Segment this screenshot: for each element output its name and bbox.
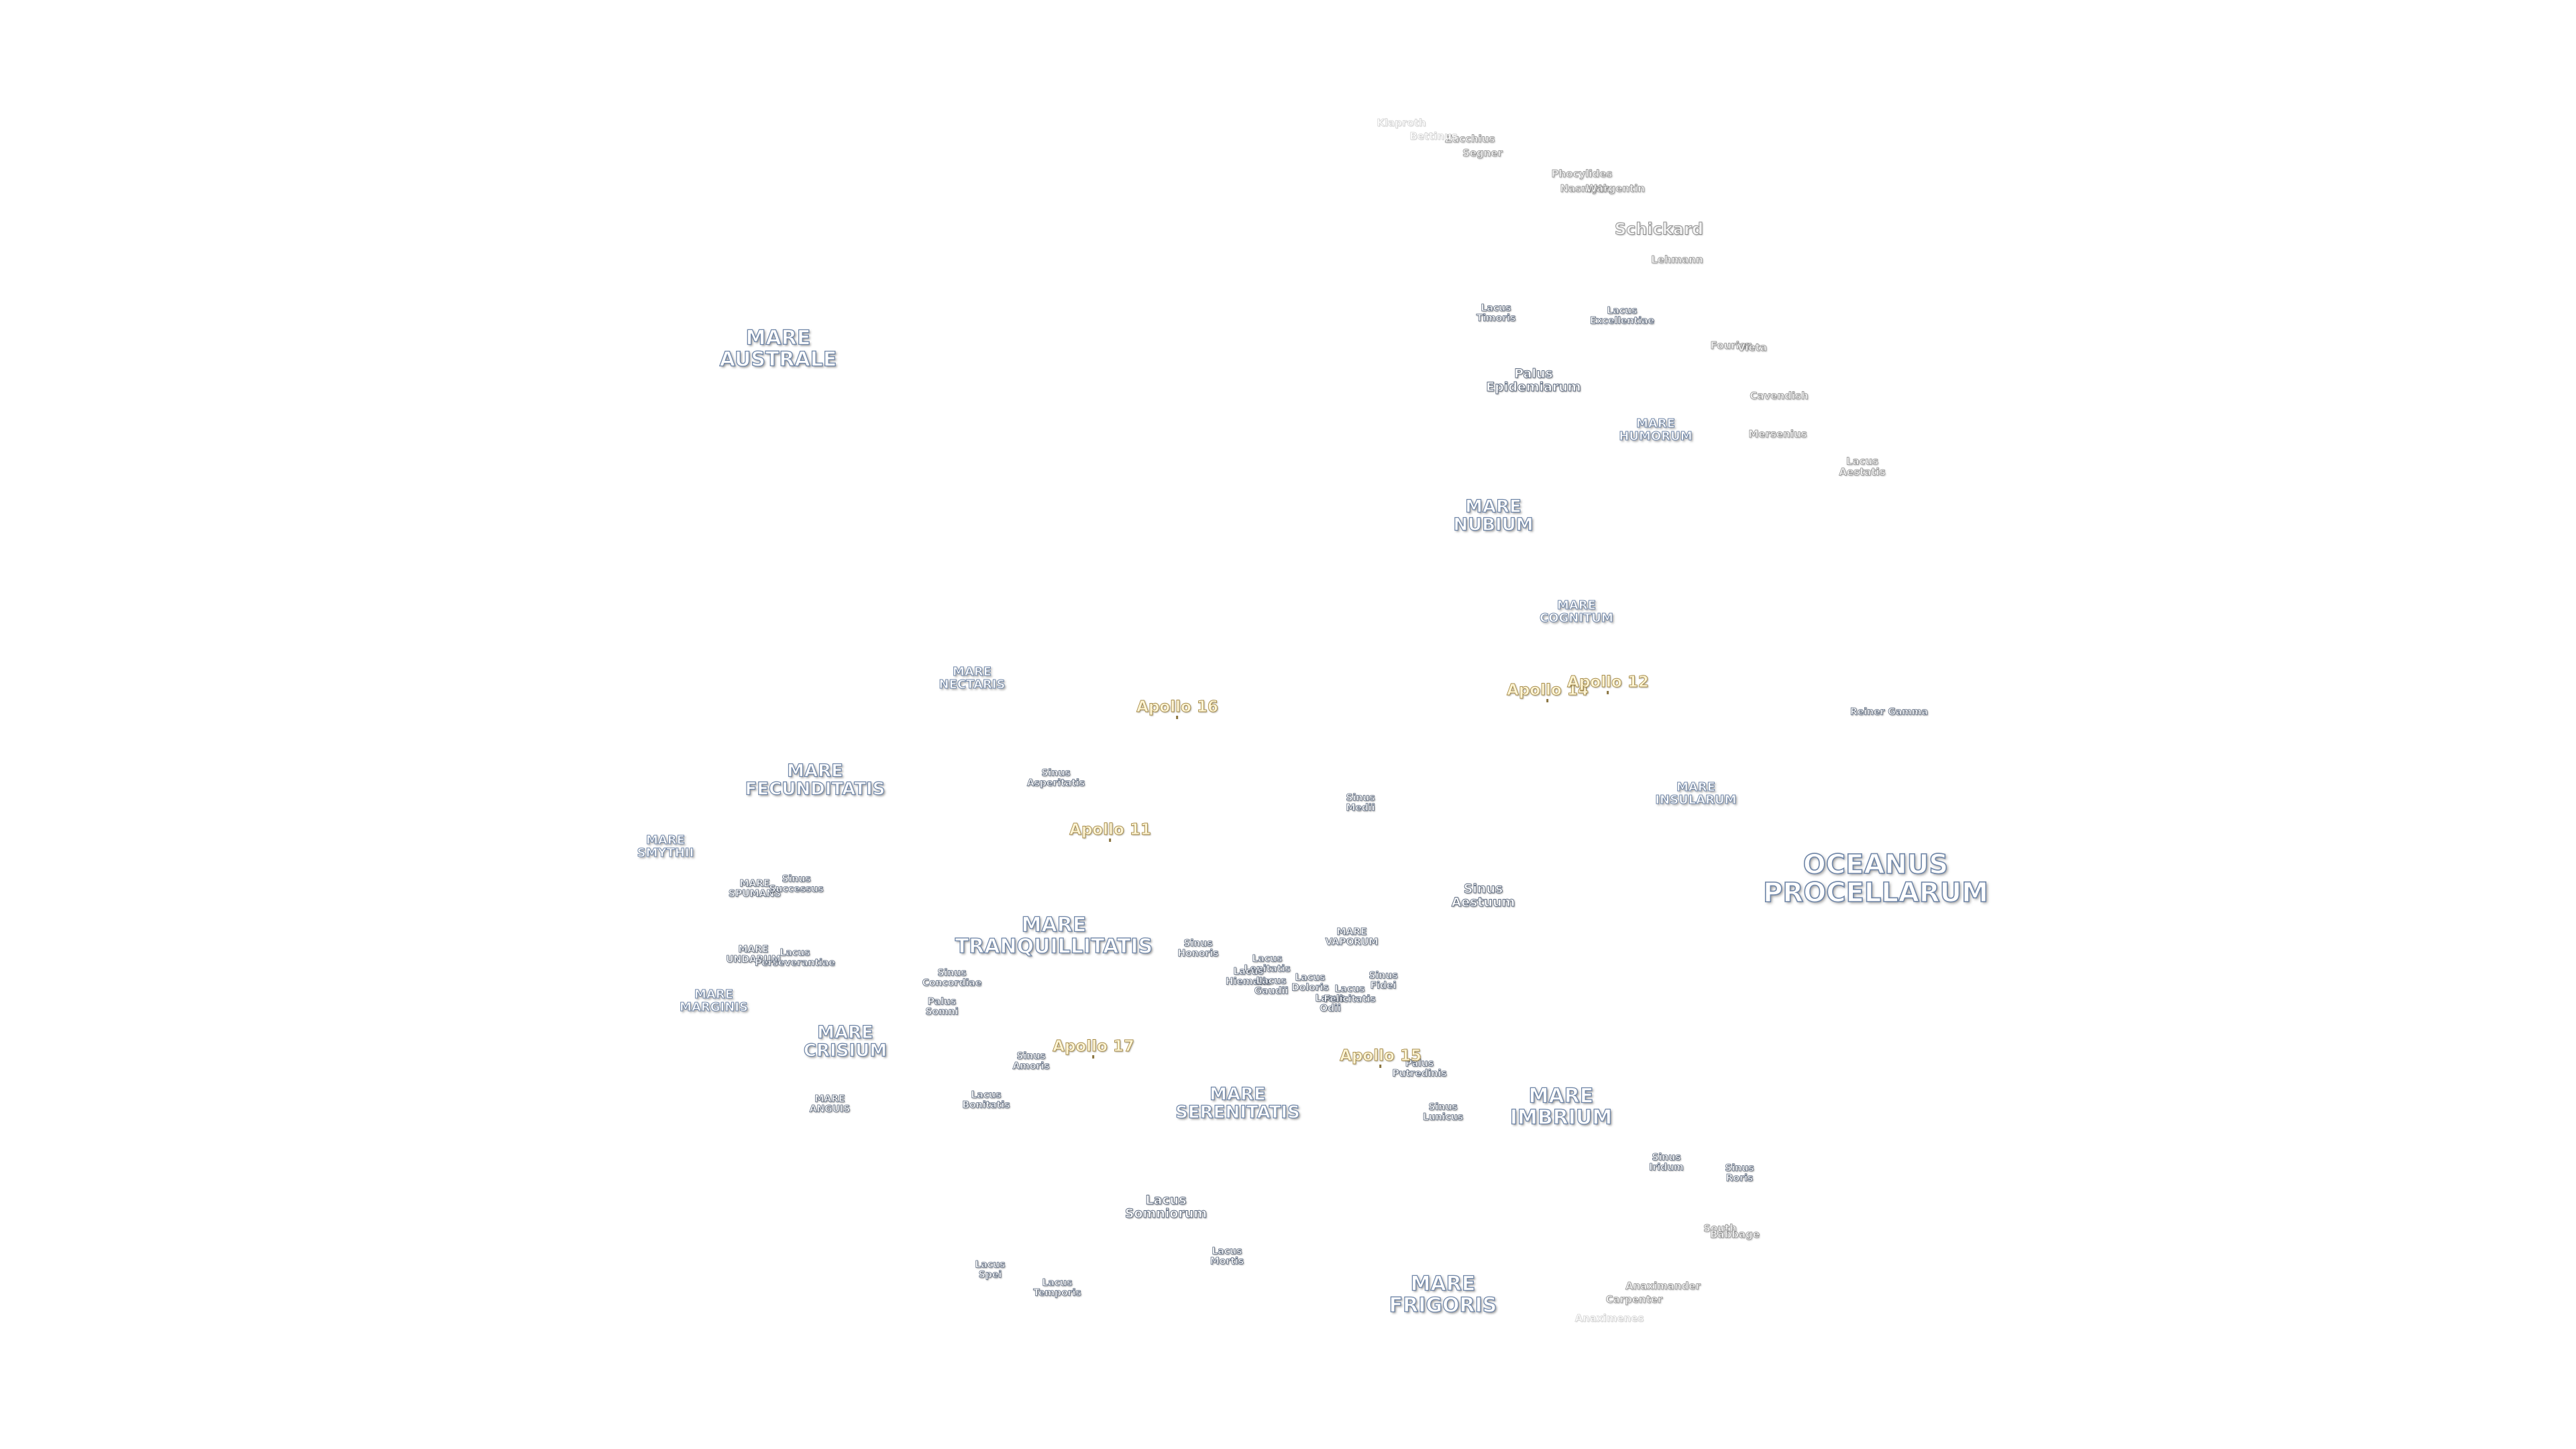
label-crater-fourier: Fourier: [1710, 339, 1752, 352]
label-sinus-lunicus: Sinus Lunicus: [1422, 1102, 1464, 1122]
label-mare-humorum: MARE HUMORUM: [1619, 417, 1693, 443]
label-mare-fecunditatis: MARE FECUNDITATIS: [745, 761, 885, 800]
label-lacus-excellentiae: Lacus Excellentiae: [1590, 305, 1655, 326]
label-crater-babbage: Babbage: [1709, 1228, 1760, 1241]
label-crater-zucchius: Zucchius: [1444, 133, 1495, 146]
label-lacus-perseverantiae: Lacus Perseverantiae: [755, 947, 836, 968]
label-lacus-felicitatis: Lacus Felicitatis: [1324, 983, 1376, 1004]
label-lacus-timoris: Lacus Timoris: [1476, 303, 1516, 323]
label-mare-smythii: MARE SMYTHII: [637, 833, 694, 860]
label-crater-wargentin: Wargentin: [1585, 182, 1646, 195]
label-sinus-fidei: Sinus Fidei: [1368, 970, 1398, 991]
label-mare-nectaris: MARE NECTARIS: [938, 665, 1006, 692]
label-mare-anguis: MARE ANGUIS: [809, 1093, 851, 1114]
label-apollo-17: Apollo 17: [1053, 1038, 1135, 1059]
label-lacus-spei: Lacus Spei: [975, 1259, 1006, 1280]
label-oceanus-procellarum: OCEANUS PROCELLARUM: [1762, 849, 1988, 908]
label-sinus-iridum: Sinus Iridum: [1649, 1152, 1684, 1173]
label-lacus-doloris: Lacus Doloris: [1291, 972, 1329, 993]
label-crater-vieta: Vieta: [1737, 341, 1768, 354]
label-sinus-asperitatis: Sinus Asperitatis: [1026, 767, 1085, 788]
label-mare-undarum: MARE UNDARUM: [726, 944, 781, 965]
label-lacus-odii: Lacus Odii: [1315, 993, 1346, 1014]
label-apollo-15: Apollo 15: [1340, 1047, 1422, 1068]
label-apollo-16: Apollo 16: [1136, 698, 1219, 719]
label-lacus-bonitatis: Lacus Bonitatis: [962, 1089, 1010, 1110]
label-palus-epidemiarum: Palus Epidemiarum: [1486, 366, 1581, 394]
label-crater-anaximander: Anaximander: [1625, 1280, 1701, 1293]
label-sinus-roris: Sinus Roris: [1725, 1163, 1754, 1183]
label-crater-anaximenes: Anaximenes: [1574, 1312, 1644, 1325]
label-crater-carpenter: Carpenter: [1605, 1293, 1663, 1306]
label-sinus-aestuum: Sinus Aestuum: [1451, 881, 1515, 910]
label-sinus-amoris: Sinus Amoris: [1012, 1051, 1050, 1071]
label-sinus-honoris: Sinus Honoris: [1177, 938, 1219, 959]
label-mare-spumans: MARE SPUMANS: [728, 878, 782, 899]
label-lacus-somniorum: Lacus Somniorum: [1124, 1193, 1208, 1221]
label-mare-vaporum: MARE VAPORUM: [1325, 926, 1379, 947]
label-crater-segner: Segner: [1462, 147, 1503, 160]
label-mare-serenitatis: MARE SERENITATIS: [1175, 1084, 1301, 1123]
label-crater-bettinus: Bettinus: [1409, 130, 1458, 143]
label-mare-imbrium: MARE IMBRIUM: [1509, 1084, 1613, 1129]
label-mare-australe: MARE AUSTRALE: [719, 326, 837, 371]
label-crater-phocylides: Phocylides: [1551, 168, 1613, 180]
label-crater-mersenius: Mersenius: [1748, 428, 1807, 441]
label-mare-tranquillitatis: MARE TRANQUILLITATIS: [955, 913, 1153, 958]
label-crater-klaproth: Klaproth: [1377, 117, 1426, 129]
label-lacus-mortis: Lacus Mortis: [1210, 1246, 1244, 1267]
label-mare-cognitum: MARE COGNITUM: [1540, 598, 1614, 625]
label-lacus-lenitatis: Lacus Lenitatis: [1244, 953, 1291, 974]
label-mare-marginis: MARE MARGINIS: [680, 987, 749, 1014]
label-reiner-gamma: Reiner Gamma: [1850, 706, 1929, 718]
label-mare-crisium: MARE CRISIUM: [803, 1022, 888, 1061]
label-apollo-11: Apollo 11: [1069, 821, 1152, 842]
label-mare-nubium: MARE NUBIUM: [1453, 496, 1534, 535]
label-crater-lehmann: Lehmann: [1651, 254, 1703, 266]
label-sinus-medii: Sinus Medii: [1346, 792, 1375, 813]
label-mare-insularum: MARE INSULARUM: [1655, 780, 1737, 807]
label-crater-cavendish: Cavendish: [1750, 390, 1809, 402]
label-mare-frigoris: MARE FRIGORIS: [1389, 1272, 1497, 1317]
label-palus-somni: Palus Somni: [925, 996, 959, 1017]
label-lacus-gaudii: Lacus Gaudii: [1254, 975, 1289, 996]
label-lacus-hiemalis: Lacus Hiemalis: [1226, 966, 1272, 987]
label-crater-south: South: [1703, 1222, 1737, 1235]
label-crater-schickard: Schickard: [1614, 219, 1704, 239]
label-lacus-aestatis: Lacus Aestatis: [1839, 455, 1886, 478]
label-sinus-concordiae: Sinus Concordiae: [922, 967, 982, 988]
label-sinus-successus: Sinus Successus: [769, 873, 824, 894]
label-crater-nasmyth: Nasmyth: [1560, 182, 1611, 195]
label-lacus-temporis: Lacus Temporis: [1033, 1277, 1081, 1298]
label-apollo-12: Apollo 12: [1567, 674, 1650, 694]
